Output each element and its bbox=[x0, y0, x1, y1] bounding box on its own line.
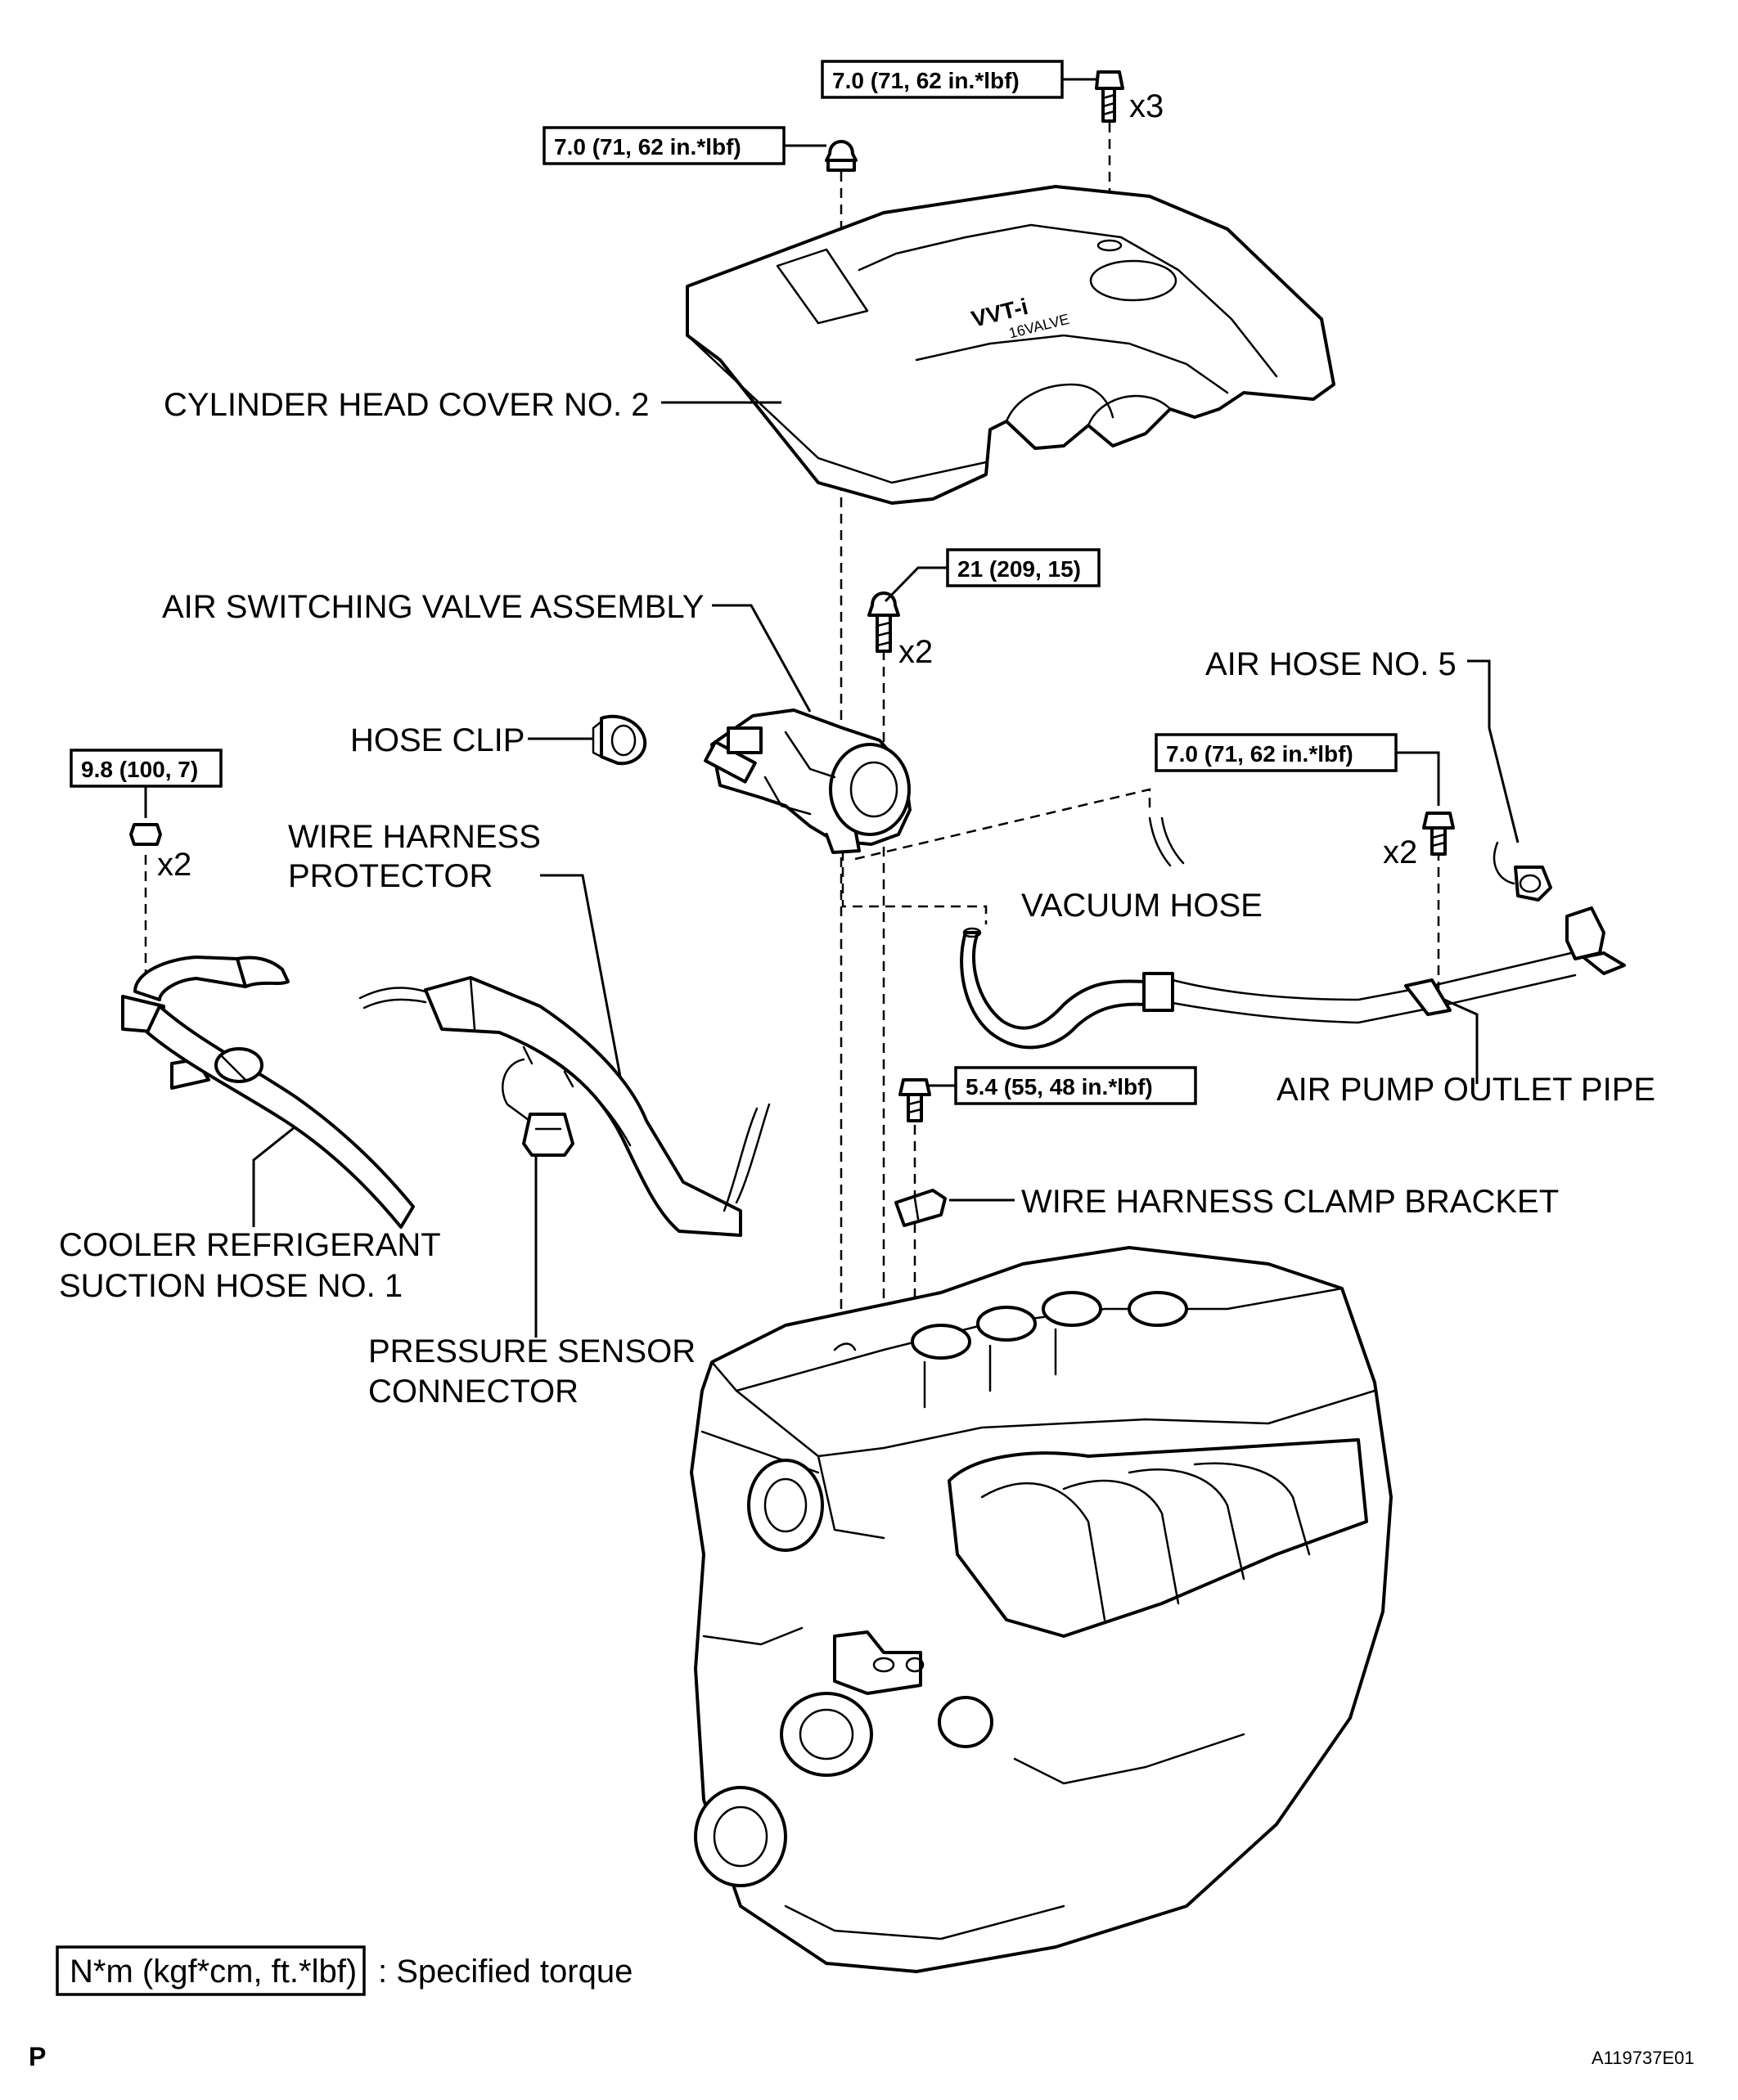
wire-harness-clamp-bracket-icon bbox=[894, 1189, 947, 1227]
label-air-pump-outlet-pipe: AIR PUMP OUTLET PIPE bbox=[1276, 1072, 1655, 1108]
torque-box-clamp-bracket-bolt bbox=[954, 1066, 1197, 1105]
hose-bracket-nut-icon bbox=[129, 823, 162, 846]
torque-hose-bracket-nuts: 9.8 (100, 7) bbox=[81, 757, 198, 782]
torque-box-hose-bracket-nuts bbox=[70, 749, 223, 788]
cover-bolt-icon bbox=[1095, 70, 1124, 123]
air-switching-valve-assembly bbox=[704, 708, 912, 854]
torque-valve-bolts: 21 (209, 15) bbox=[957, 556, 1081, 582]
valve-bolt-icon bbox=[867, 591, 900, 653]
hose-clip-icon bbox=[592, 714, 647, 766]
label-air-hose-no5: AIR HOSE NO. 5 bbox=[1205, 646, 1457, 682]
label-cooler-hose-2: SUCTION HOSE NO. 1 bbox=[59, 1268, 403, 1304]
page-marker: P bbox=[29, 2042, 46, 2071]
engine-oil-cap-1 bbox=[911, 1291, 1188, 1360]
legend-description: : Specified torque bbox=[378, 1954, 633, 1990]
label-cylinder-head-cover: CYLINDER HEAD COVER NO. 2 bbox=[164, 387, 649, 423]
legend-unit-text: N*m (kgf*cm, ft.*lbf) bbox=[70, 1954, 357, 1990]
qty-pipe-bolts: x2 bbox=[1383, 834, 1417, 870]
label-pressure-sensor-2: CONNECTOR bbox=[368, 1374, 579, 1410]
qty-cover-bolts: x3 bbox=[1129, 88, 1164, 124]
torque-box-pipe-bolts bbox=[1155, 733, 1398, 772]
pressure-sensor-connector-icon bbox=[502, 1058, 574, 1157]
qty-valve-bolts: x2 bbox=[898, 634, 933, 670]
label-pressure-sensor-1: PRESSURE SENSOR bbox=[368, 1333, 696, 1369]
label-cooler-hose-1: COOLER REFRIGERANT bbox=[59, 1227, 441, 1263]
label-wire-harness-clamp-bracket: WIRE HARNESS CLAMP BRACKET bbox=[1021, 1184, 1559, 1220]
cooler-refrigerant-suction-hose bbox=[121, 956, 415, 1229]
label-wire-harness-protector-1: WIRE HARNESS bbox=[288, 819, 541, 855]
figure-id: A119737E01 bbox=[1592, 2048, 1695, 2068]
clamp-bracket-bolt-icon bbox=[898, 1078, 931, 1122]
wire-harness-protector bbox=[358, 976, 771, 1237]
legend-unit-box bbox=[56, 1945, 366, 1996]
torque-cover-bolts: 7.0 (71, 62 in.*lbf) bbox=[832, 68, 1020, 93]
air-hose-no5-icon bbox=[1493, 841, 1552, 902]
engine-assembly bbox=[690, 1246, 1393, 1973]
torque-clamp-bracket-bolt: 5.4 (55, 48 in.*lbf) bbox=[966, 1074, 1153, 1099]
cylinder-head-cover: VVT-i 16VALVE bbox=[686, 185, 1335, 505]
label-hose-clip: HOSE CLIP bbox=[350, 722, 525, 758]
label-air-switching-valve: AIR SWITCHING VALVE ASSEMBLY bbox=[162, 589, 704, 625]
qty-hose-bracket-nuts: x2 bbox=[157, 847, 191, 883]
pipe-bolt-icon bbox=[1422, 812, 1455, 856]
cover-nut-icon bbox=[825, 140, 858, 172]
torque-cover-nut: 7.0 (71, 62 in.*lbf) bbox=[554, 134, 741, 160]
label-vacuum-hose: VACUUM HOSE bbox=[1021, 888, 1263, 924]
torque-pipe-bolts: 7.0 (71, 62 in.*lbf) bbox=[1166, 741, 1353, 767]
air-pump-outlet-pipe bbox=[960, 906, 1626, 1050]
vacuum-hose-icon bbox=[1148, 816, 1185, 867]
label-wire-harness-protector-2: PROTECTOR bbox=[288, 858, 493, 894]
